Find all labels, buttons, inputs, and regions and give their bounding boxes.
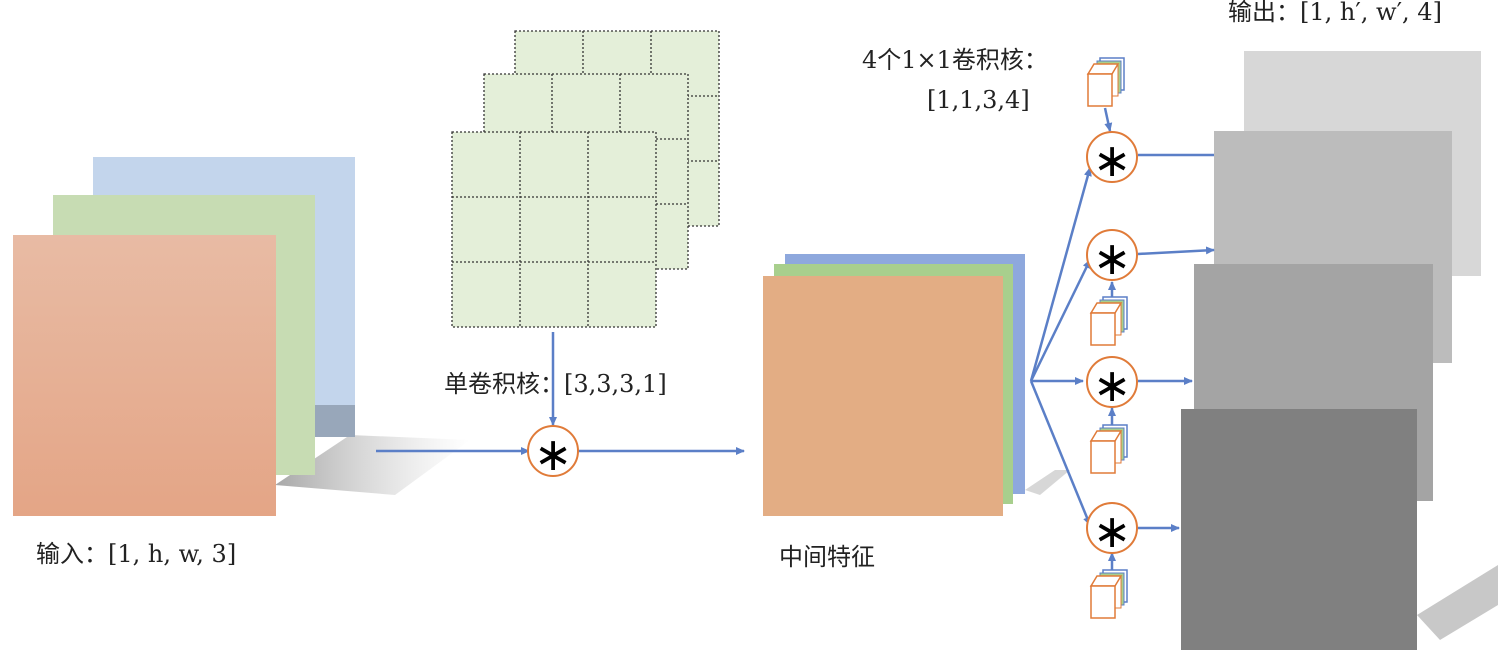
conv-symbol: ∗: [1093, 231, 1132, 285]
input-channel-orange: [13, 235, 276, 516]
output-channel-4: [1181, 409, 1417, 650]
conv-operator-3: ∗: [1086, 356, 1138, 412]
kernel-grid-front: [451, 131, 657, 328]
conv-symbol: ∗: [1093, 133, 1132, 187]
kernel-1x1-icon: [1089, 296, 1128, 346]
kernel-1x1-icon: [1089, 424, 1128, 474]
output-shape-label: 输出：[1, h′, w′, 4]: [1228, 0, 1442, 26]
conv-operator-main: ∗: [527, 425, 579, 481]
kernel-1x1-icon: [1089, 569, 1128, 619]
single-kernel: [451, 30, 720, 328]
kernels-1x1-label-line2: [1,1,3,4]: [927, 86, 1030, 114]
input-shape-label: 输入：[1, h, w, 3]: [36, 540, 237, 568]
output-tensor: [1181, 51, 1498, 650]
conv-operator-1: ∗: [1086, 131, 1138, 187]
kernel-1x1-icon: [1086, 57, 1125, 107]
branch-to-conv-1: [1029, 167, 1092, 382]
middle-feature-label: 中间特征: [779, 543, 875, 571]
conv-symbol: ∗: [1093, 358, 1132, 412]
conv-operator-4: ∗: [1086, 502, 1138, 558]
middle-channel-orange: [763, 276, 1003, 516]
conv-symbol: ∗: [534, 427, 573, 481]
branch-to-conv-4: [1029, 380, 1092, 526]
input-blue-shadow-strip: [315, 405, 355, 437]
middle-shadow: [1025, 470, 1070, 495]
input-tensor: [13, 157, 470, 516]
single-kernel-label: 单卷积核：[3,3,3,1]: [444, 370, 667, 398]
arrow-conv2-to-output: [1137, 246, 1215, 256]
kernels-1x1-label-line1: 4个1×1卷积核：: [862, 46, 1048, 74]
conv-symbol: ∗: [1093, 504, 1132, 558]
arrow-kernel1-to-conv1: [1103, 107, 1113, 132]
middle-feature-tensor: [763, 254, 1070, 516]
conv-operator-2: ∗: [1086, 229, 1138, 285]
branch-to-conv-2: [1029, 259, 1092, 382]
output-shadow: [1417, 565, 1498, 640]
